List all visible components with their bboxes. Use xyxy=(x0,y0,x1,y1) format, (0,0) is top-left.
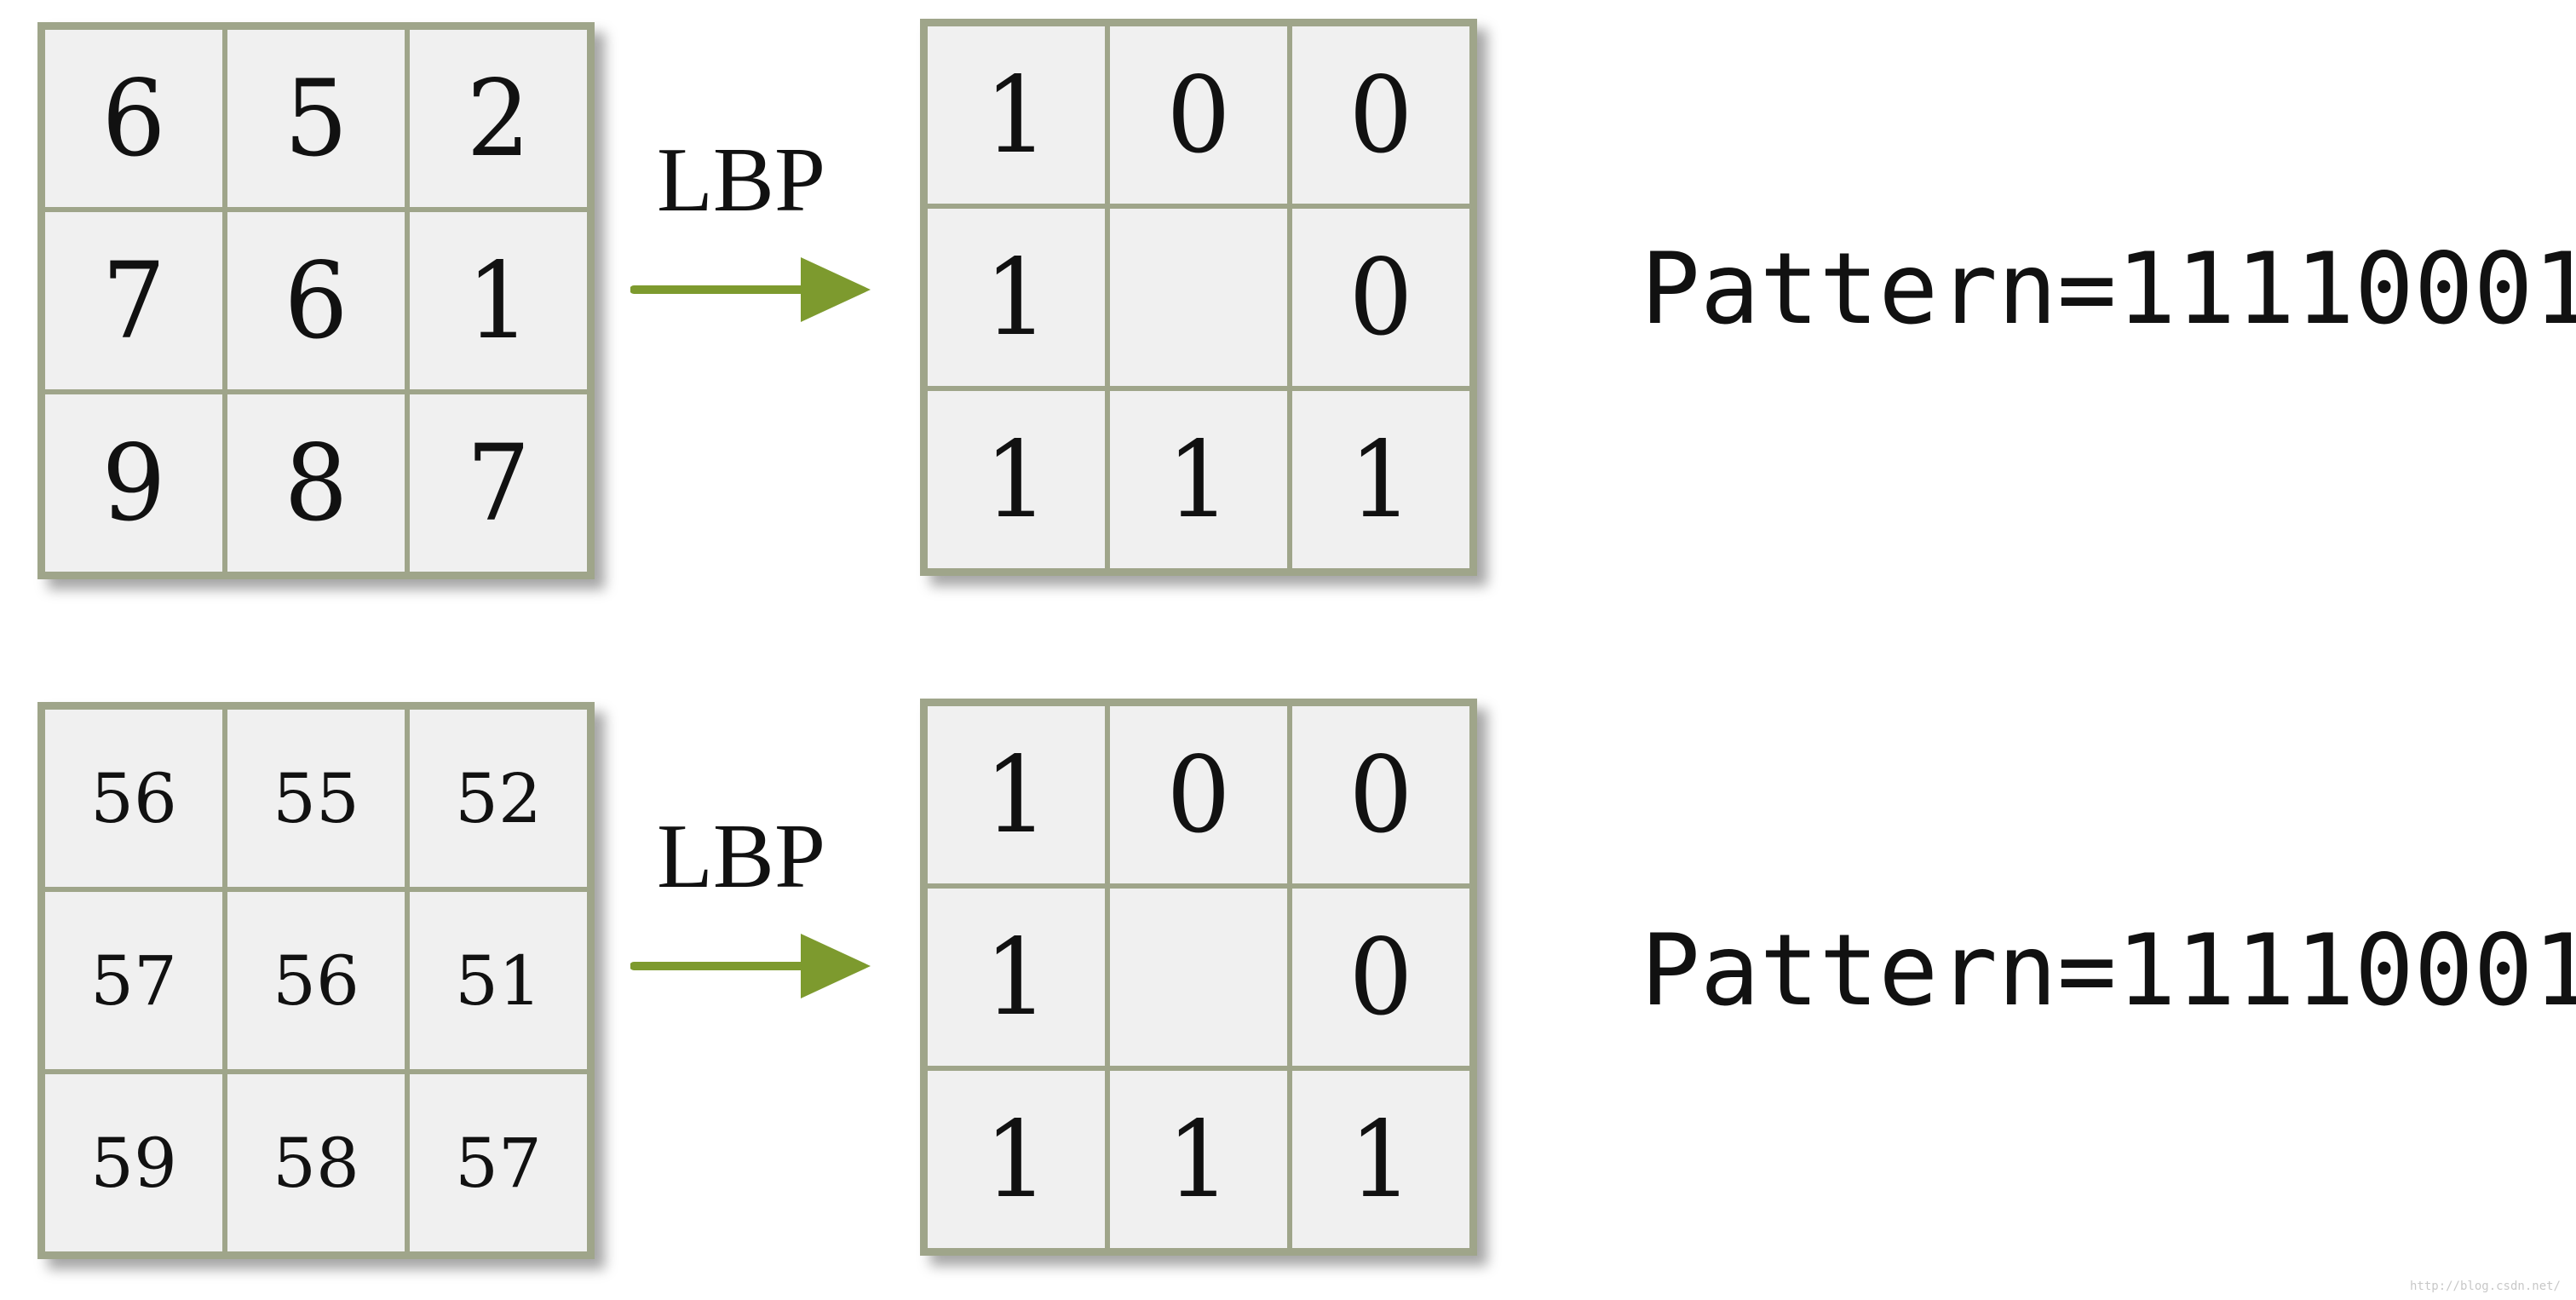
output-grid: 1 0 0 1 0 1 1 1 xyxy=(920,19,1477,576)
right-arrow-icon xyxy=(630,257,871,322)
lbp-example-1: 6 5 2 7 6 1 9 8 7 LBP 1 0 0 1 0 1 1 1 Pa… xyxy=(0,0,2576,596)
input-cell: 55 xyxy=(225,707,407,889)
input-cell: 57 xyxy=(407,1072,589,1254)
output-cell: 1 xyxy=(925,1068,1107,1251)
watermark: http://blog.csdn.net/ xyxy=(2409,1280,2561,1293)
output-cell: 0 xyxy=(1290,206,1472,388)
input-cell: 56 xyxy=(43,707,225,889)
lbp-label: LBP xyxy=(656,129,826,231)
output-cell: 1 xyxy=(925,388,1107,571)
lbp-arrow-group: LBP xyxy=(630,128,877,349)
output-cell: 0 xyxy=(1290,704,1472,886)
output-cell: 1 xyxy=(1107,388,1290,571)
output-cell: 1 xyxy=(1107,1068,1290,1251)
output-cell: 1 xyxy=(925,24,1107,206)
output-cell: 0 xyxy=(1290,24,1472,206)
center-input-cell: 56 xyxy=(225,889,407,1072)
output-cell: 1 xyxy=(1290,388,1472,571)
output-cell: 1 xyxy=(925,886,1107,1068)
output-grid: 1 0 0 1 0 1 1 1 xyxy=(920,699,1477,1256)
right-arrow-icon xyxy=(630,934,871,998)
output-cell: 0 xyxy=(1290,886,1472,1068)
input-cell: 5 xyxy=(225,27,407,210)
pattern-text: Pattern=11110001 xyxy=(1641,913,2576,1028)
lbp-arrow-group: LBP xyxy=(630,804,877,1026)
lbp-label: LBP xyxy=(656,806,826,907)
output-cell: 0 xyxy=(1107,24,1290,206)
input-cell: 7 xyxy=(43,210,225,392)
lbp-example-2: 56 55 52 57 56 51 59 58 57 LBP 1 0 0 1 0… xyxy=(0,676,2576,1273)
center-output-cell xyxy=(1107,886,1290,1068)
output-cell: 1 xyxy=(925,704,1107,886)
input-cell: 6 xyxy=(43,27,225,210)
input-cell: 2 xyxy=(407,27,589,210)
pattern-text: Pattern=11110001 xyxy=(1641,232,2576,347)
input-cell: 51 xyxy=(407,889,589,1072)
input-cell: 9 xyxy=(43,392,225,574)
input-cell: 52 xyxy=(407,707,589,889)
input-cell: 58 xyxy=(225,1072,407,1254)
input-cell: 57 xyxy=(43,889,225,1072)
input-cell: 7 xyxy=(407,392,589,574)
output-cell: 1 xyxy=(925,206,1107,388)
input-cell: 8 xyxy=(225,392,407,574)
input-grid: 56 55 52 57 56 51 59 58 57 xyxy=(37,702,595,1259)
input-cell: 59 xyxy=(43,1072,225,1254)
center-input-cell: 6 xyxy=(225,210,407,392)
output-cell: 0 xyxy=(1107,704,1290,886)
center-output-cell xyxy=(1107,206,1290,388)
output-cell: 1 xyxy=(1290,1068,1472,1251)
input-cell: 1 xyxy=(407,210,589,392)
input-grid: 6 5 2 7 6 1 9 8 7 xyxy=(37,22,595,579)
